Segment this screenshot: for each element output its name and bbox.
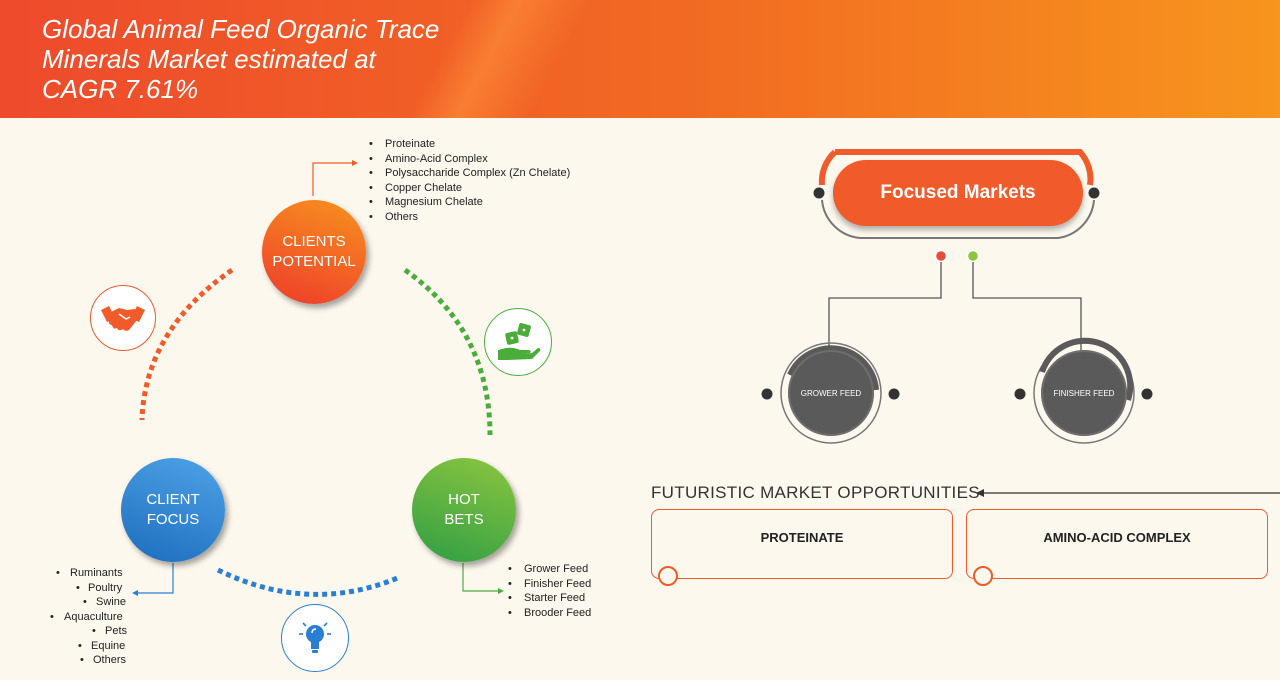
dice-hand-icon-circle (484, 308, 552, 376)
list-item: Proteinate (369, 137, 570, 152)
grower-left-dot (761, 388, 773, 400)
page-title: Global Animal Feed Organic Trace Mineral… (42, 14, 512, 104)
handshake-icon (101, 306, 145, 331)
opportunities-title: FUTURISTIC MARKET OPPORTUNITIES (651, 483, 980, 502)
list-item: Amino-Acid Complex (369, 152, 570, 167)
finisher-feed-circle: FINISHER FEED (1041, 350, 1127, 436)
list-item: Finisher Feed (508, 577, 591, 592)
opportunity-box-proteinate: PROTEINATE (651, 509, 953, 586)
clients-potential-arrowhead (352, 160, 358, 166)
focused-markets-pill: Focused Markets (833, 160, 1083, 226)
blue-dashed-arc (216, 567, 401, 597)
lightbulb-icon-circle (281, 604, 349, 672)
client-focus-connector (138, 563, 174, 594)
focused-markets-bottom-arc (821, 199, 1095, 239)
list-item: Magnesium Chelate (369, 195, 570, 210)
focused-markets-top-arc-left (818, 149, 838, 186)
list-item: Starter Feed (508, 591, 591, 606)
orange-dashed-arc (139, 267, 234, 421)
grower-outer-ring (780, 342, 882, 444)
dice-hand-icon (498, 323, 541, 360)
focused-markets-title: Focused Markets (880, 182, 1036, 203)
list-item: •Equine (78, 639, 126, 652)
grower-right-dot (888, 388, 900, 400)
finisher-thick-arc (1039, 337, 1134, 401)
list-item: Others (369, 210, 570, 225)
lightbulb-icon (299, 622, 331, 653)
list-item: Copper Chelate (369, 181, 570, 196)
hot-bets-circle: HOT BETS (412, 458, 516, 562)
grower-thick-arc (787, 345, 879, 391)
client-focus-line1: CLIENT (146, 491, 200, 508)
list-item: Polysaccharide Complex (Zn Chelate) (369, 166, 570, 181)
hot-bets-arrowhead (498, 588, 504, 594)
finisher-right-dot (1141, 388, 1153, 400)
opportunities-arrowhead (976, 489, 984, 497)
list-item: •Aquaculture (50, 610, 123, 623)
list-item: Grower Feed (508, 562, 591, 577)
grower-feed-circle: GROWER FEED (788, 350, 874, 436)
finisher-connector (972, 262, 1082, 350)
header-banner: Global Animal Feed Organic Trace Mineral… (0, 0, 1280, 118)
focused-markets-right-dot (1088, 187, 1100, 199)
client-focus-arrowhead (132, 590, 138, 596)
finisher-feed-label: FINISHER FEED (1053, 388, 1115, 398)
handshake-icon-circle (90, 285, 156, 351)
grower-feed-label: GROWER FEED (800, 388, 862, 398)
opportunity-label: PROTEINATE (760, 530, 844, 545)
clients-potential-connector (312, 162, 352, 196)
green-dot (966, 249, 980, 263)
clients-potential-line1: CLIENTS (282, 233, 346, 250)
red-dot (934, 249, 948, 263)
list-item-label: Equine (91, 639, 126, 652)
opportunity-ring (973, 566, 993, 586)
client-focus-list: •Ruminants •Poultry •Swine •Aquaculture … (40, 566, 130, 668)
clients-potential-circle: CLIENTS POTENTIAL (262, 200, 366, 304)
opportunity-label: AMINO-ACID COMPLEX (1043, 530, 1191, 545)
title-line-2: Minerals Market estimated at (42, 44, 376, 74)
green-dashed-arc (403, 267, 493, 436)
focused-markets-top-arc (835, 149, 1094, 186)
list-item: •Pets (92, 625, 128, 637)
hot-bets-list: Grower Feed Finisher Feed Starter Feed B… (508, 562, 591, 620)
list-item: •Ruminants (56, 567, 123, 579)
opportunity-ring (658, 566, 678, 586)
hot-bets-line1: HOT (448, 491, 480, 508)
client-focus-line2: FOCUS (146, 511, 200, 528)
title-line-3: CAGR 7.61% (42, 74, 199, 104)
list-item: •Poultry (76, 581, 123, 594)
clients-potential-line2: POTENTIAL (272, 253, 356, 270)
list-item: Brooder Feed (508, 606, 591, 621)
focused-markets-left-dot (813, 187, 825, 199)
list-item: •Others (80, 654, 127, 666)
list-item-label: Ruminants (70, 567, 123, 579)
list-item-label: Swine (96, 596, 126, 608)
hot-bets-line2: BETS (444, 511, 484, 528)
clients-potential-list: Proteinate Amino-Acid Complex Polysaccha… (369, 137, 570, 224)
grower-connector (828, 262, 942, 350)
title-line-1: Global Animal Feed Organic Trace (42, 14, 440, 44)
list-item: •Swine (83, 596, 126, 608)
finisher-left-dot (1014, 388, 1026, 400)
list-item-label: Others (93, 654, 127, 666)
list-item-label: Poultry (88, 581, 123, 594)
list-item-label: Aquaculture (64, 610, 123, 623)
hot-bets-connector (462, 563, 498, 592)
list-item-label: Pets (105, 625, 128, 637)
opportunity-box-amino-acid: AMINO-ACID COMPLEX (966, 509, 1268, 586)
client-focus-circle: CLIENT FOCUS (121, 458, 225, 562)
